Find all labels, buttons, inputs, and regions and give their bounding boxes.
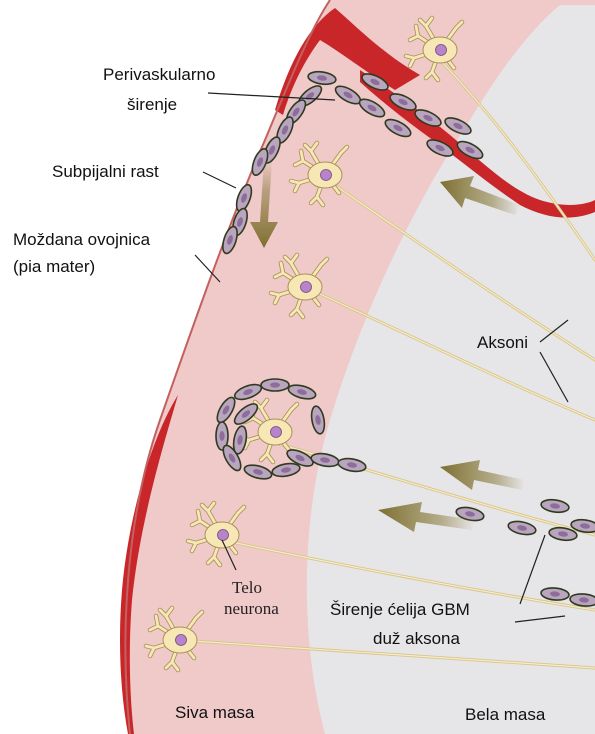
- label-perivascular-line1: Perivaskularno: [103, 65, 215, 84]
- label-pia-mater-line2: (pia mater): [13, 257, 95, 276]
- label-white-matter: Bela masa: [465, 705, 546, 724]
- label-grey-matter: Siva masa: [175, 703, 255, 722]
- tumor-cell-icon: [261, 379, 289, 391]
- label-gbm-spread-line1: Širenje ćelija GBM: [330, 600, 470, 619]
- label-axons: Aksoni: [477, 333, 528, 352]
- label-subpial-growth: Subpijalni rast: [52, 162, 159, 181]
- label-pia-mater-line1: Moždana ovojnica: [13, 230, 151, 249]
- label-perivascular-line2: širenje: [127, 95, 177, 114]
- label-neuron-body-line2: neurona: [224, 599, 279, 618]
- label-gbm-spread-line2: duž aksona: [373, 629, 460, 648]
- label-neuron-body-line1: Telo: [232, 578, 262, 597]
